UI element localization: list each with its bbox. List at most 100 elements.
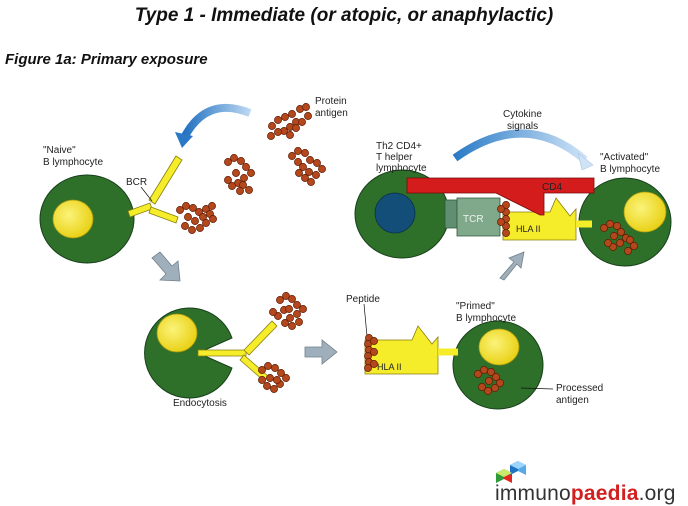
antigen-bead — [188, 226, 196, 234]
antigen-bead — [196, 224, 204, 232]
antigen-bead — [288, 295, 296, 303]
antigen-bead — [604, 239, 612, 247]
antigen-bead — [281, 113, 289, 121]
antigen-bead — [288, 322, 296, 330]
antigen-bead — [184, 213, 192, 221]
antigen-bead — [274, 116, 282, 124]
antigen-bead — [176, 206, 184, 214]
antigen-bead — [313, 159, 321, 167]
hla-ii-primed — [364, 325, 458, 375]
antigen-bead — [209, 215, 217, 223]
th2-nucleus — [374, 192, 416, 234]
antigen-bead — [295, 318, 303, 326]
antigen-bead — [263, 382, 271, 390]
label-protein-antigen-1: Protein — [315, 96, 347, 107]
antigen-bead — [370, 337, 378, 345]
antigen-bead — [264, 362, 272, 370]
antigen-bead — [301, 174, 309, 182]
antigen-bead — [242, 163, 250, 171]
internalized-bcr — [197, 320, 278, 382]
antigen-bead — [288, 152, 296, 160]
label-tcr: TCR — [463, 214, 484, 225]
antigen-bead — [496, 379, 504, 387]
naive-b-cell — [39, 174, 135, 264]
bcr-pointer — [140, 186, 153, 202]
antigen-bead — [312, 171, 320, 179]
antigen-bead — [491, 384, 499, 392]
label-bcr: BCR — [126, 177, 147, 188]
antigen-bead — [285, 305, 293, 313]
brand-part-1: immuno — [495, 482, 571, 505]
label-th2-1: Th2 CD4+ — [376, 141, 422, 152]
primed-nucleus — [478, 328, 520, 366]
antigen-bead — [269, 308, 277, 316]
antigen-bead — [236, 187, 244, 195]
activated-nucleus — [623, 191, 667, 233]
antigen-bead — [484, 387, 492, 395]
antigen-bead — [294, 158, 302, 166]
antigen-bead — [294, 147, 302, 155]
antigen-bead — [307, 178, 315, 186]
antigen-bead — [617, 228, 625, 236]
antigen-bead — [202, 219, 210, 227]
uptake-arrowhead-icon — [175, 132, 193, 148]
uptake-arrow-icon — [179, 103, 252, 142]
antigen-bead — [224, 158, 232, 166]
antigen-bead — [480, 366, 488, 374]
antigen-bead — [301, 149, 309, 157]
brand-part-3: .org — [638, 482, 676, 505]
antigen-bead — [306, 156, 314, 164]
bcr-receptor — [127, 155, 183, 224]
antigen-bead — [274, 128, 282, 136]
antigen-bead — [497, 205, 505, 213]
processed-antigen-pointer — [520, 387, 554, 390]
antigen-bead — [245, 186, 253, 194]
antigen-bead — [370, 360, 378, 368]
label-processed-1: Processed — [556, 383, 603, 394]
label-cytokine-1: Cytokine — [503, 109, 542, 120]
antigen-bead — [286, 131, 294, 139]
label-protein-antigen-2: antigen — [315, 108, 348, 119]
label-hla-primed: HLA II — [377, 362, 402, 372]
label-naive-2: B lymphocyte — [43, 157, 103, 168]
antigen-bead — [318, 165, 326, 173]
label-processed-2: antigen — [556, 395, 589, 406]
antigen-bead — [191, 217, 199, 225]
antigen-bead — [266, 374, 274, 382]
brand-part-2: paedia — [570, 482, 639, 505]
label-endocytosis: Endocytosis — [173, 398, 227, 409]
label-th2-3: lymphocyte — [376, 163, 427, 174]
antigen-bead — [247, 169, 255, 177]
antigen-bead — [281, 319, 289, 327]
cytokine-arrow-icon — [452, 129, 588, 164]
antigen-bead — [181, 222, 189, 230]
primed-b-cell — [452, 320, 544, 410]
antigen-bead — [182, 202, 190, 210]
antigen-bead — [630, 242, 638, 250]
antigen-bead — [502, 229, 510, 237]
antigen-bead — [299, 305, 307, 313]
antigen-bead — [610, 232, 618, 240]
arrow-up-right-icon — [499, 251, 525, 281]
antigen-bead — [230, 154, 238, 162]
antigen-bead — [208, 202, 216, 210]
arrow-right-icon — [304, 339, 338, 365]
cd4-coreceptor — [406, 177, 595, 216]
antigen-bead — [267, 132, 275, 140]
brand-wordmark: immunopaedia.org — [495, 482, 676, 506]
antigen-bead — [485, 377, 493, 385]
label-cd4: CD4 — [542, 182, 562, 193]
antigen-bead — [224, 176, 232, 184]
antigen-bead — [277, 369, 285, 377]
immunopaedia-logo-icon — [496, 461, 526, 483]
antigen-bead — [487, 368, 495, 376]
antigen-bead — [600, 224, 608, 232]
page-title: Type 1 - Immediate (or atopic, or anaphy… — [134, 5, 554, 26]
antigen-bead — [302, 103, 310, 111]
antigen-bead — [626, 236, 634, 244]
antigen-bead — [292, 124, 300, 132]
antigen-bead — [270, 385, 278, 393]
label-naive-1: "Naive" — [43, 145, 76, 156]
antigen-bead — [613, 222, 621, 230]
